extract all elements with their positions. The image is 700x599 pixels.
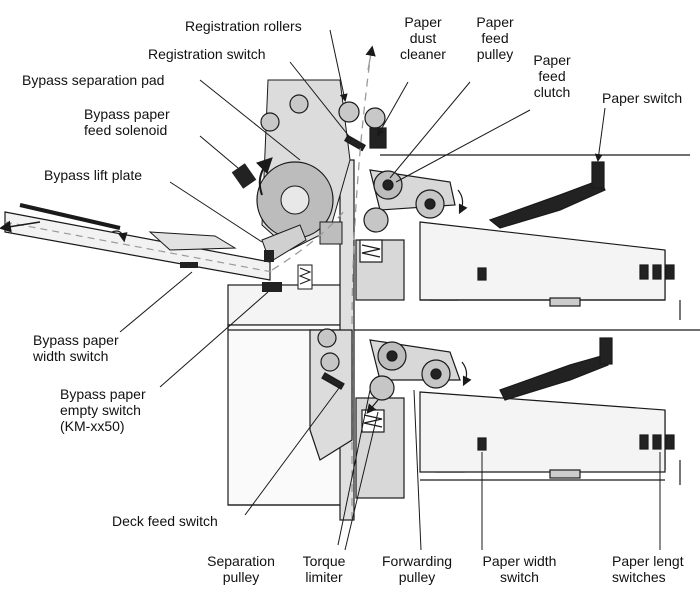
label-bypass-paper-empty-switch: Bypass paper empty switch (KM-xx50) <box>60 386 146 434</box>
label-paper-feed-pulley: Paper feed pulley <box>476 14 514 62</box>
label-bypass-paper-width-switch: Bypass paper width switch <box>33 332 119 364</box>
label-registration-switch: Registration switch <box>148 46 266 62</box>
bypass-tray <box>0 203 273 281</box>
lower-cassette <box>419 337 675 481</box>
label-paper-width-switch: Paper width switch <box>482 553 557 585</box>
label-paper-dust-cleaner: Paper dust cleaner <box>400 14 446 62</box>
leader-lines <box>119 29 661 551</box>
label-paper-switch: Paper switch <box>602 90 683 106</box>
label-torque-limiter: Torque limiter <box>302 553 346 585</box>
label-bypass-lift-plate: Bypass lift plate <box>44 167 143 183</box>
label-forwarding-pulley: Forwarding pulley <box>381 553 453 585</box>
label-paper-feed-clutch: Paper feed clutch <box>533 52 571 100</box>
paper-path <box>271 59 371 520</box>
label-separation-pulley: Separation pulley <box>207 553 275 585</box>
label-bypass-separation-pad: Bypass separation pad <box>22 72 165 88</box>
label-registration-rollers: Registration rollers <box>185 18 302 34</box>
bypass-feed-unit <box>231 79 351 292</box>
label-deck-feed-switch: Deck feed switch <box>112 513 218 529</box>
label-paper-length-switches: Paper lengt switches <box>612 553 684 585</box>
label-bypass-paper-feed-solenoid: Bypass paper feed solenoid <box>84 106 170 138</box>
upper-cassette <box>419 161 675 307</box>
